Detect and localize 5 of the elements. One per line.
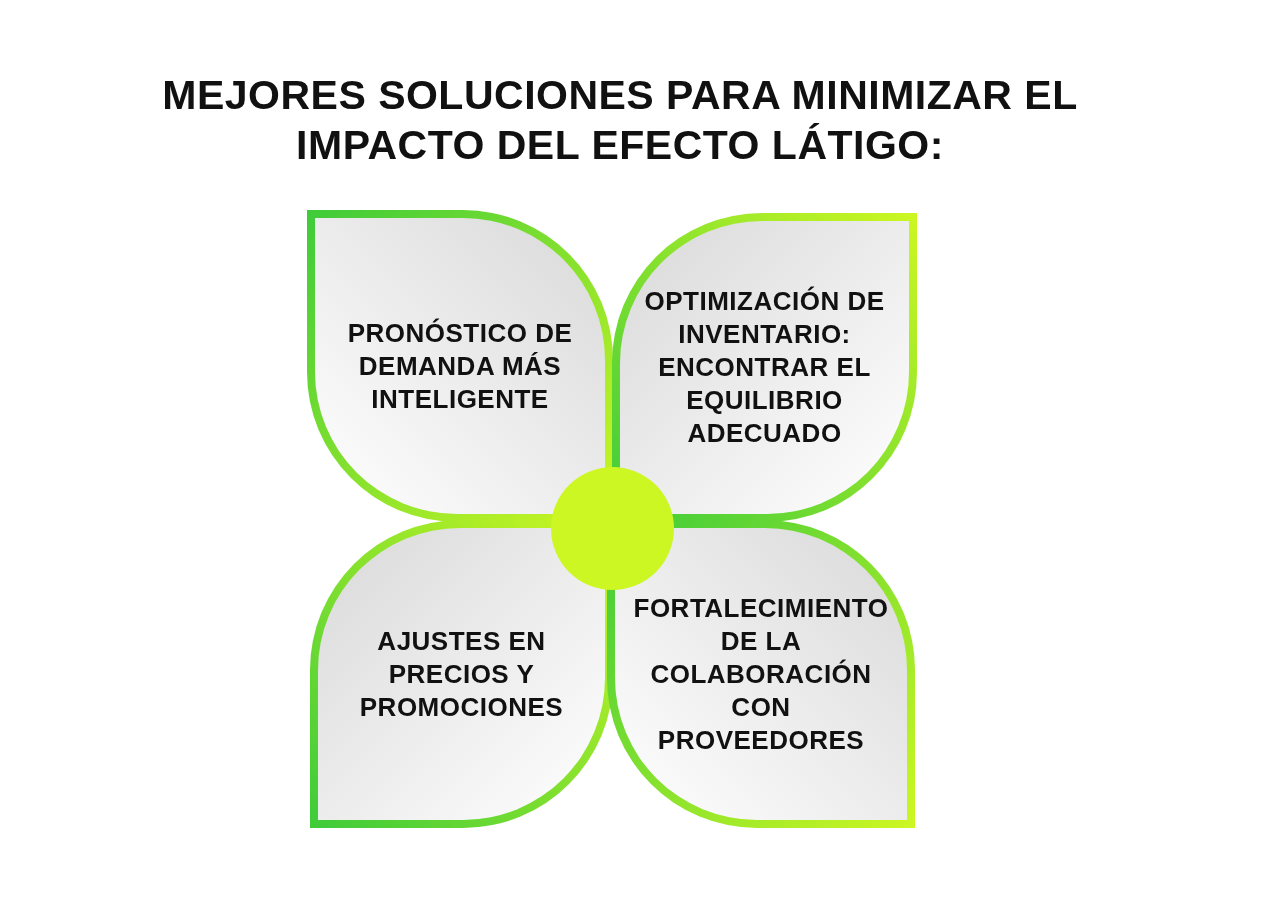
petal-text: OPTIMIZACIÓN DE INVENTARIO: ENCONTRAR EL EQUILIBRIO ADECUADO — [643, 285, 886, 450]
petal-text: AJUSTES EN PRECIOS Y PROMOCIONES — [358, 624, 565, 724]
petal-text: PRONÓSTICO DE DEMANDA MÁS INTELIGENTE — [346, 316, 574, 416]
petal-text: FORTALECIMIENTO DE LA COLABORACIÓN CON PROVEEDORES — [632, 591, 890, 757]
title: MEJORES SOLUCIONES PARA MINIMIZAR EL IMPACTO DEL EFECTO LÁTIGO: — [161, 71, 1079, 170]
